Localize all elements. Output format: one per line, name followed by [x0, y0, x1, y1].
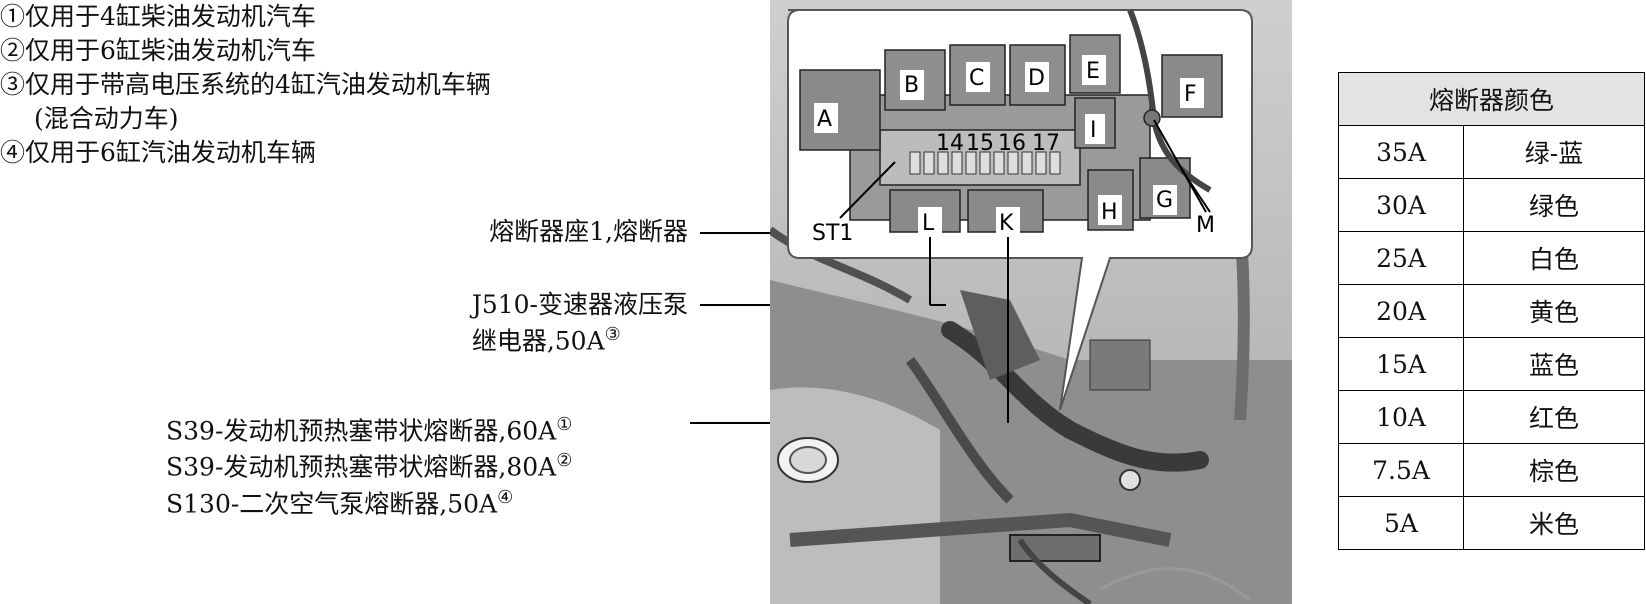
fuse-amp: 7.5A: [1339, 444, 1464, 497]
label-c: C: [969, 66, 984, 91]
fuse-amp: 30A: [1339, 179, 1464, 232]
table-row: 15A 蓝色: [1339, 338, 1645, 391]
table-row: 10A 红色: [1339, 391, 1645, 444]
table-row: 35A 绿-蓝: [1339, 126, 1645, 179]
label-d: D: [1028, 66, 1045, 91]
label-i: I: [1090, 118, 1097, 143]
fuse-color: 绿色: [1464, 179, 1645, 232]
label-h: H: [1101, 200, 1118, 225]
table-row: 5A 米色: [1339, 497, 1645, 550]
fuse-color: 红色: [1464, 391, 1645, 444]
table-row: 20A 黄色: [1339, 285, 1645, 338]
fuse-amp: 15A: [1339, 338, 1464, 391]
label-a: A: [817, 107, 832, 132]
label-m: M: [1196, 213, 1215, 238]
fuse-amp: 35A: [1339, 126, 1464, 179]
fuse-color: 黄色: [1464, 285, 1645, 338]
slot-label-14: 14: [936, 131, 964, 156]
fuse-amp: 20A: [1339, 285, 1464, 338]
fuse-color: 棕色: [1464, 444, 1645, 497]
label-e: E: [1086, 59, 1100, 84]
slot-label-16: 16: [998, 131, 1026, 156]
engine-bay-svg: 14 15 16 17 A B C D E F I G H L K: [770, 0, 1292, 604]
fuse-color: 米色: [1464, 497, 1645, 550]
label-k: K: [999, 211, 1014, 236]
slot-label-17: 17: [1032, 131, 1060, 156]
label-st1: ST1: [812, 221, 853, 246]
label-l: L: [922, 211, 935, 236]
fuse-color: 绿-蓝: [1464, 126, 1645, 179]
fuse-color-table: 熔断器颜色 35A 绿-蓝 30A 绿色 25A 白色 20A 黄色 15A 蓝…: [1338, 72, 1645, 550]
fuse-table-header: 熔断器颜色: [1339, 73, 1645, 126]
engine-bay-illustration: 14 15 16 17 A B C D E F I G H L K: [770, 0, 1292, 604]
label-b: B: [904, 73, 919, 98]
label-f: F: [1184, 82, 1197, 107]
fuse-amp: 5A: [1339, 497, 1464, 550]
table-row: 30A 绿色: [1339, 179, 1645, 232]
table-row: 7.5A 棕色: [1339, 444, 1645, 497]
fuse-color: 蓝色: [1464, 338, 1645, 391]
table-row: 25A 白色: [1339, 232, 1645, 285]
fuse-color: 白色: [1464, 232, 1645, 285]
label-g: G: [1156, 188, 1173, 213]
fuse-amp: 10A: [1339, 391, 1464, 444]
fuse-amp: 25A: [1339, 232, 1464, 285]
slot-label-15: 15: [966, 131, 994, 156]
module-a: [800, 70, 880, 150]
